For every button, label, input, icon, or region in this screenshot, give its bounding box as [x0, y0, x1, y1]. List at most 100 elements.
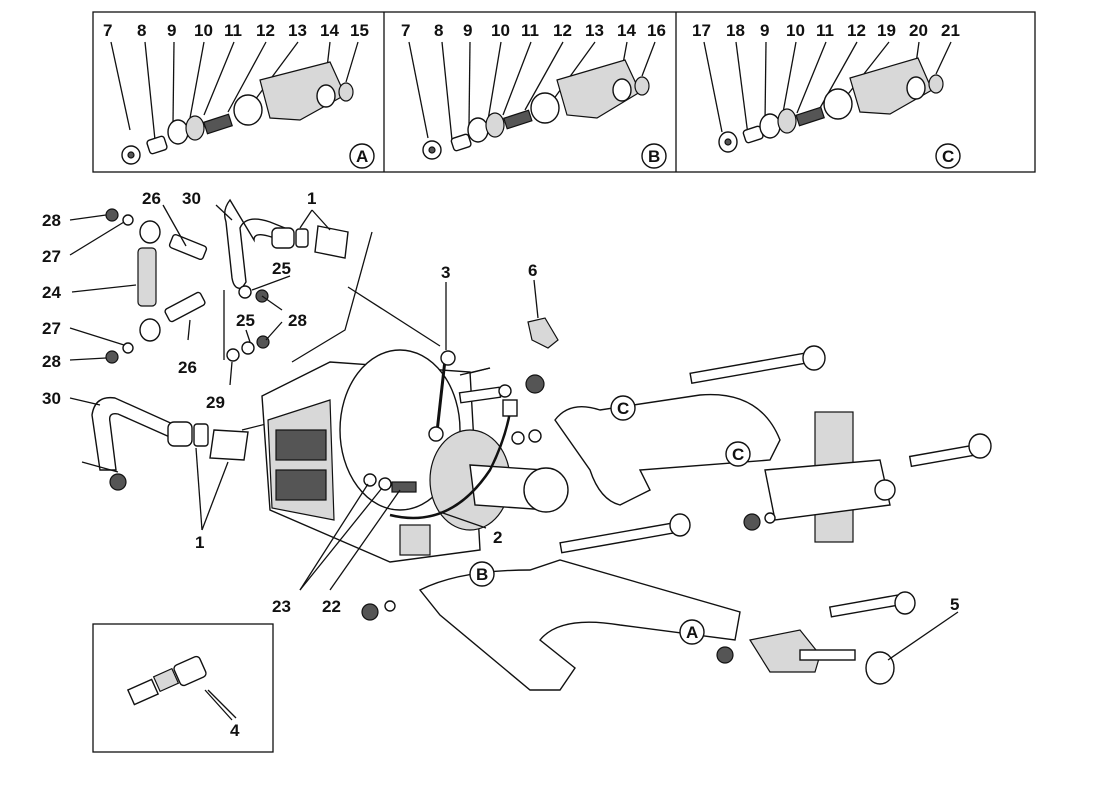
part-6-shape	[527, 317, 559, 349]
callout-28-right: 28	[288, 311, 307, 330]
upper-mount-nut	[525, 374, 545, 394]
link-eye-bottom	[139, 318, 161, 342]
panel-b-bush-3	[530, 92, 560, 124]
lower-bar-body	[91, 396, 176, 471]
panel-c-number-2: 18	[726, 21, 745, 40]
washer-23b	[378, 477, 392, 491]
link-eye-top	[139, 220, 161, 244]
callout-4: 4	[230, 721, 240, 740]
panel-a-number-5: 11	[224, 21, 242, 40]
marker-b: B	[476, 565, 488, 584]
panel-b-letter: B	[648, 147, 660, 166]
callout-26-bottom: 26	[178, 358, 197, 377]
panel-c-number-1: 17	[692, 21, 711, 40]
marker-a-circle	[679, 619, 705, 645]
panel-a-number-4: 10	[194, 21, 213, 40]
caliper-pad-top	[275, 429, 327, 461]
lower-wishbone	[361, 513, 916, 691]
upper-wishbone	[554, 345, 992, 506]
lower-bar-bush-cap	[193, 423, 209, 447]
lower-bar-guide	[81, 461, 119, 473]
panel-a-number-1: 7	[103, 21, 112, 40]
inset-4-sleeve	[173, 655, 207, 687]
callout-1-bottom: 1	[195, 533, 204, 552]
detail-panel-b: 7 8 9 10 11 12 13 14 16	[401, 21, 667, 169]
lower-bar-bush	[167, 421, 193, 447]
upper-wishbone-bolt-2-head	[968, 433, 992, 459]
panel-b-number-7: 13	[585, 21, 604, 40]
marker-c-lower: C	[732, 445, 744, 464]
panel-c-letter-circle	[935, 143, 961, 169]
washer-25-bottom	[241, 341, 255, 355]
lower-bar-clamp	[209, 429, 249, 461]
inset-4-fitting	[126, 678, 160, 706]
callout-28-top: 28	[42, 211, 61, 230]
link-3-top-joint	[440, 350, 456, 366]
upper-wishbone-body	[554, 393, 781, 506]
callout-numbers: 28 27 24 27 28 26 26 30 30 25 25 28 29 1…	[42, 189, 959, 740]
detail-panel-c: 17 18 9 10 11 12 19 20 21	[692, 21, 961, 169]
link-3-bottom-joint	[428, 426, 444, 442]
upper-wishbone-bolt-1	[689, 349, 821, 385]
bracket-nut	[743, 513, 761, 531]
panel-a-letter: A	[356, 147, 368, 166]
panel-b-number-2: 8	[434, 21, 443, 40]
brake-hose	[389, 411, 512, 520]
panel-b-washer-hole	[428, 146, 436, 154]
caliper-pad-bottom	[275, 469, 327, 501]
panel-b-ring-2	[634, 76, 650, 96]
washer-5	[865, 651, 895, 685]
lower-wishbone-bolt-2-head	[894, 591, 916, 615]
anti-roll-bar-link-assembly	[105, 198, 349, 364]
upper-bar-bush-cap	[295, 228, 309, 248]
panel-a-number-6: 12	[256, 21, 275, 40]
panel-b-number-9: 16	[647, 21, 666, 40]
panel-b-number-4: 10	[491, 21, 510, 40]
panel-a-letter-circle	[349, 143, 375, 169]
callout-25-bottom: 25	[236, 311, 255, 330]
callout-22: 22	[322, 597, 341, 616]
inset-detail-4	[92, 623, 274, 753]
panel-c-bush-1	[759, 113, 781, 139]
callout-30-bottom: 30	[42, 389, 61, 408]
panel-a-bush-2	[185, 115, 205, 141]
drive-shaft-end	[523, 467, 569, 513]
panel-b-letter-circle	[641, 143, 667, 169]
panel-b-arm-housing	[556, 59, 641, 119]
lower-mount-bolt	[799, 649, 856, 661]
anti-roll-bar-upper	[223, 198, 286, 289]
upper-bar-clamp	[314, 225, 349, 259]
mid-mount-washer-1	[511, 431, 525, 445]
panel-c-ring-1	[906, 76, 926, 100]
nut-28-right-bottom	[256, 335, 270, 349]
marker-a: A	[686, 623, 698, 642]
panel-c-bushing-parts	[718, 57, 944, 153]
upper-bar-bush	[271, 227, 295, 249]
part-6-bracket	[527, 317, 559, 349]
detail-panels-border	[92, 11, 1036, 173]
panel-c-number-3: 9	[760, 21, 769, 40]
panel-a-bushing-parts	[121, 61, 354, 165]
callout-1-top: 1	[307, 189, 316, 208]
panel-b-number-8: 14	[617, 21, 636, 40]
inset-4-border	[92, 623, 274, 753]
callout-5: 5	[950, 595, 959, 614]
callout-27-top: 27	[42, 247, 61, 266]
bracket-washer	[764, 512, 776, 524]
panel-a-number-7: 13	[288, 21, 307, 40]
inset-4-coupler	[152, 667, 180, 693]
hub-carrier-assembly	[261, 231, 569, 563]
carrier-lower-boss	[399, 524, 431, 556]
upper-mount-studs	[458, 374, 545, 445]
callout-26-top: 26	[142, 189, 161, 208]
upper-mount-washer	[498, 384, 512, 398]
washer-27-top	[122, 214, 134, 226]
panel-b-number-3: 9	[463, 21, 472, 40]
lower-wishbone-washer	[384, 600, 396, 612]
detail-panels-frame	[92, 11, 1036, 173]
callout-28-bottom: 28	[42, 352, 61, 371]
bolt-22	[391, 481, 417, 493]
marker-b-circle	[469, 561, 495, 587]
